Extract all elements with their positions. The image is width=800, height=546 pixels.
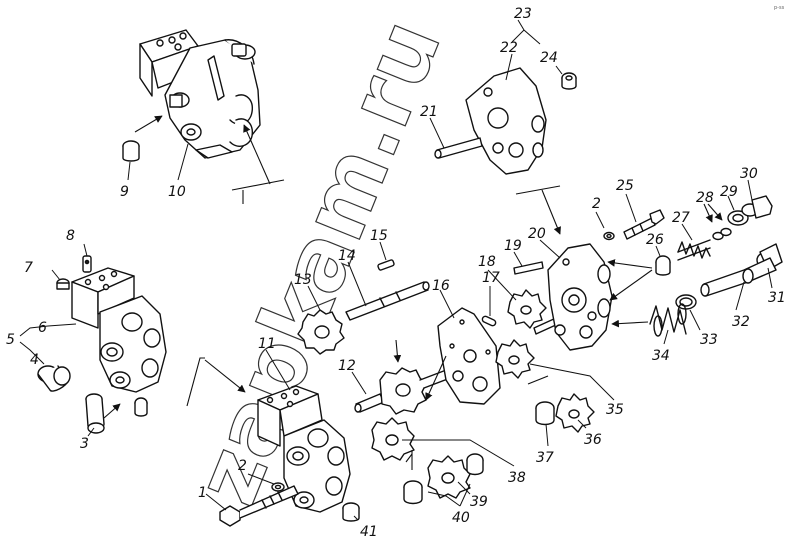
bolt-25 xyxy=(623,209,665,240)
ring-33 xyxy=(675,294,697,310)
cover-22 xyxy=(465,67,547,175)
callout-29: 29 xyxy=(720,184,738,200)
ball-26 xyxy=(655,255,671,276)
callout-9: 9 xyxy=(120,184,129,200)
callout-26: 26 xyxy=(646,232,664,248)
callout-15: 15 xyxy=(370,228,388,244)
callout-30: 30 xyxy=(740,166,758,182)
spring-27 xyxy=(677,239,711,261)
callout-25: 25 xyxy=(616,178,634,194)
pin-19 xyxy=(513,261,544,275)
bushing-left-small xyxy=(134,397,148,417)
callout-36: 36 xyxy=(584,432,602,448)
callout-20: 20 xyxy=(528,226,546,242)
callout-33: 33 xyxy=(700,332,718,348)
gear-38 xyxy=(371,417,415,461)
callout-37: 37 xyxy=(536,450,554,466)
callout-7: 7 xyxy=(24,260,33,276)
bushing-37 xyxy=(535,401,555,426)
gear-39 xyxy=(427,453,484,499)
pin-17 xyxy=(481,315,497,327)
callout-28: 28 xyxy=(696,190,714,206)
bushing-41 xyxy=(342,502,360,522)
washers-28 xyxy=(712,227,732,241)
gear-13 xyxy=(297,309,345,355)
callout-23: 23 xyxy=(514,6,532,22)
callout-14: 14 xyxy=(338,248,356,264)
gear-35 xyxy=(495,339,535,379)
plug-9 xyxy=(122,140,140,162)
callout-21: 21 xyxy=(420,104,438,120)
callout-5: 5 xyxy=(6,332,15,348)
body-20 xyxy=(547,243,613,351)
callout-12: 12 xyxy=(338,358,356,374)
callout-35: 35 xyxy=(606,402,624,418)
callout-8: 8 xyxy=(66,228,75,244)
plug-30 xyxy=(741,195,773,219)
callout-24: 24 xyxy=(540,50,558,66)
callout-34: 34 xyxy=(652,348,670,364)
callout-1: 1 xyxy=(198,485,207,501)
callout-11: 11 xyxy=(258,336,276,352)
spring-34 xyxy=(649,303,687,337)
callout-10: 10 xyxy=(168,184,186,200)
callout-18: 18 xyxy=(478,254,496,270)
callout-6: 6 xyxy=(38,320,47,336)
gear-36 xyxy=(555,393,595,433)
callout-16: 16 xyxy=(432,278,450,294)
pin-21 xyxy=(434,137,483,159)
corner-mark: p-ss xyxy=(774,5,785,11)
valve-32 xyxy=(700,257,777,297)
bushing-4 xyxy=(37,365,71,392)
callout-4: 4 xyxy=(30,352,39,368)
key-15 xyxy=(377,259,395,271)
ring-29 xyxy=(727,210,749,226)
callout-39: 39 xyxy=(470,494,488,510)
pin-7 xyxy=(56,278,70,290)
bushing-40 xyxy=(403,480,423,505)
shaft-14 xyxy=(345,281,430,321)
ring-24 xyxy=(561,72,577,90)
callout-19: 19 xyxy=(504,238,522,254)
callout-27: 27 xyxy=(672,210,690,226)
callout-17: 17 xyxy=(482,270,500,286)
leader-lines xyxy=(19,19,773,521)
bolt-1 xyxy=(219,485,299,527)
callout-38: 38 xyxy=(508,470,526,486)
callout-2: 2 xyxy=(238,458,247,474)
assembled-pump-top xyxy=(139,29,261,159)
callout-32: 32 xyxy=(732,314,750,330)
housing-6 xyxy=(71,267,167,393)
callout-41: 41 xyxy=(360,524,378,540)
callout-2b: 2 xyxy=(592,196,601,212)
callout-labels: 1 2 2 3 4 5 6 7 8 9 10 11 12 13 14 15 16… xyxy=(6,6,786,540)
callout-3: 3 xyxy=(80,436,89,452)
washer-2-left xyxy=(271,482,285,492)
bushing-3 xyxy=(85,393,105,434)
gear-18 xyxy=(507,289,547,329)
callout-31: 31 xyxy=(768,290,786,306)
housing-11 xyxy=(257,385,351,513)
pin-8 xyxy=(82,255,92,273)
callout-22: 22 xyxy=(500,40,518,56)
callout-13: 13 xyxy=(294,272,312,288)
washer-2-right xyxy=(603,231,615,241)
callout-40: 40 xyxy=(452,510,470,526)
